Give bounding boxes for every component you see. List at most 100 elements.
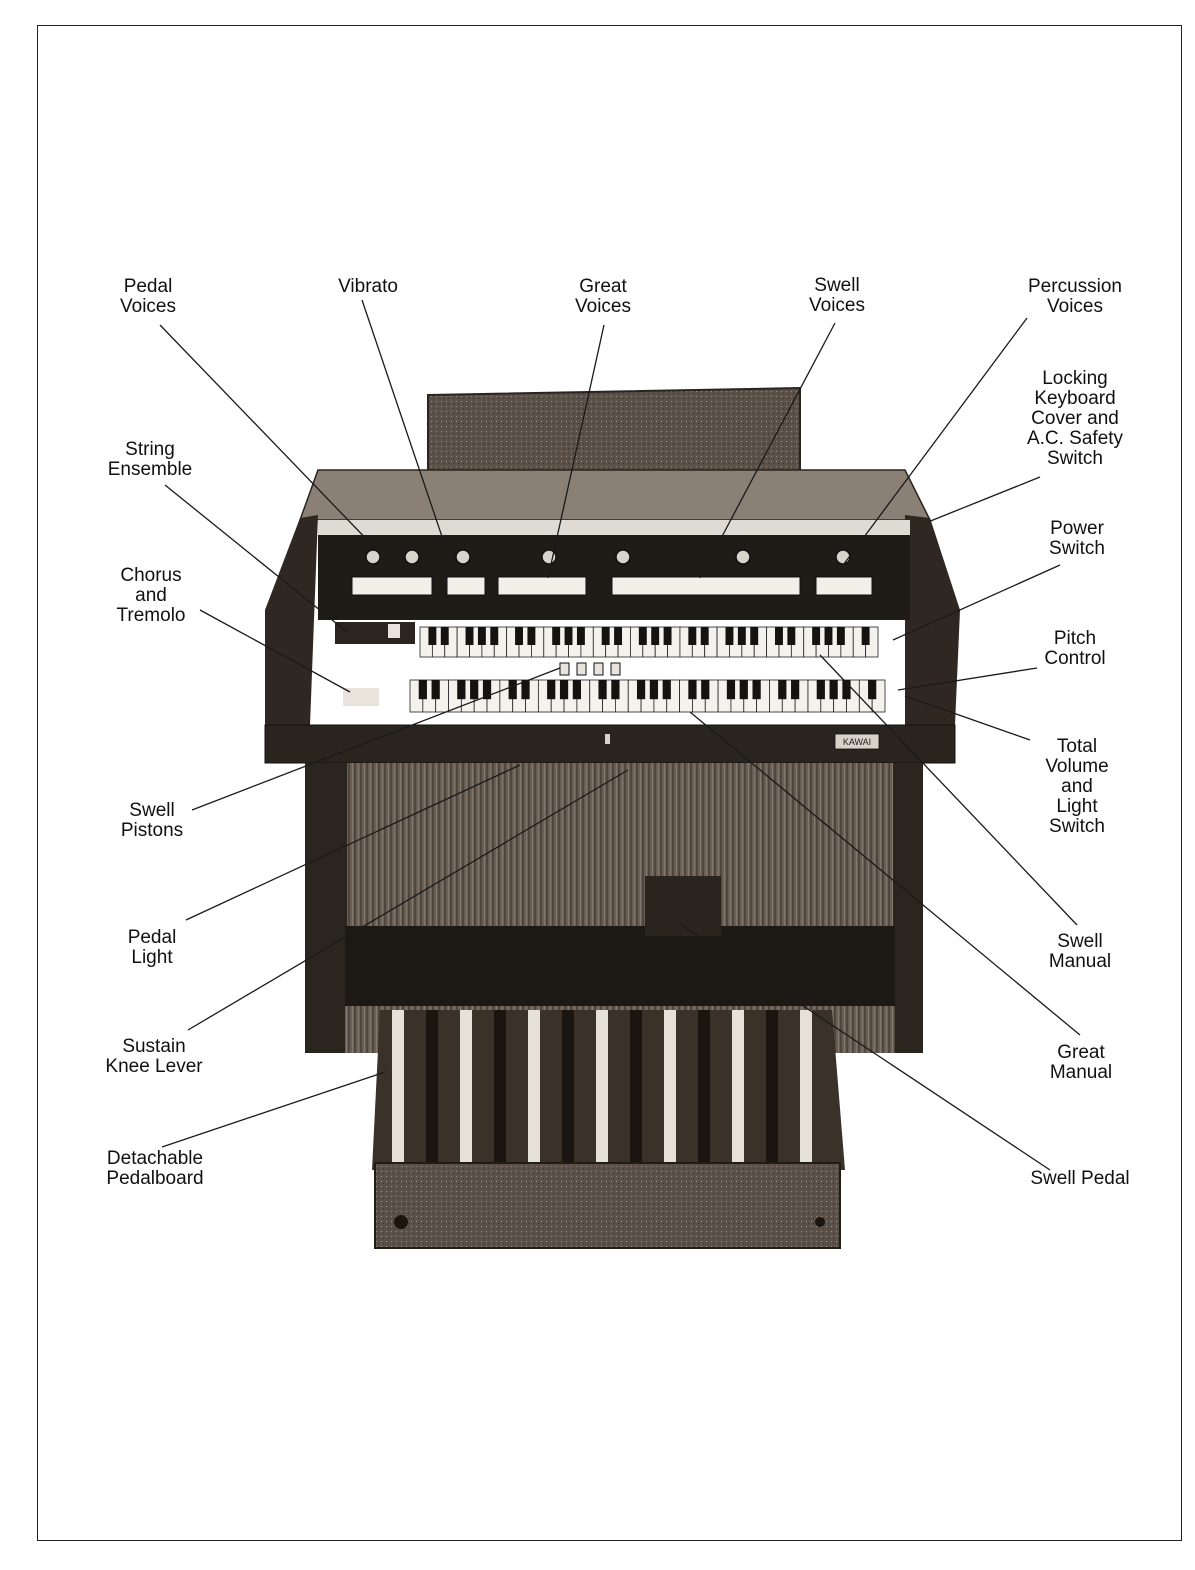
black-key <box>737 627 746 645</box>
callout-line: Keyboard <box>1034 388 1116 409</box>
black-key <box>638 627 647 645</box>
callout-line: Swell Pedal <box>1030 1168 1130 1189</box>
cabinet-left-leg <box>305 763 347 1053</box>
leader-swell-manual <box>819 654 1078 926</box>
callout-leaders <box>159 299 1081 1171</box>
leader-vibrato <box>361 299 456 576</box>
black-key <box>663 627 672 645</box>
black-key <box>725 627 734 645</box>
black-key <box>465 627 474 645</box>
callout-line: Chorus <box>120 565 182 586</box>
black-key <box>662 680 671 700</box>
pedalboard-rail <box>374 1162 841 1249</box>
black-key <box>688 627 697 645</box>
leader-string-ensemble <box>164 484 348 633</box>
voice-tabs <box>351 576 873 596</box>
leader-great-manual <box>689 711 1081 1036</box>
pedal-key <box>494 1010 506 1165</box>
callout-line: Total <box>1056 736 1098 757</box>
black-key <box>576 627 585 645</box>
callout-line: and <box>135 585 167 606</box>
black-key <box>750 627 759 645</box>
callout-line: Voices <box>809 295 865 316</box>
black-key <box>649 680 659 700</box>
pedal-key <box>732 1010 744 1165</box>
callout-line: Switch <box>1049 538 1105 559</box>
black-key <box>490 627 499 645</box>
brand-plate <box>834 733 880 750</box>
brand-plate-text: KAWAI <box>843 737 871 747</box>
cabinet-right-leg <box>893 763 923 1053</box>
callout-line: String <box>125 439 175 460</box>
pedal-key <box>630 1010 642 1165</box>
leader-locking-cover <box>927 476 1041 523</box>
pedal-key <box>766 1010 778 1165</box>
black-key <box>521 680 530 700</box>
black-key <box>836 627 845 645</box>
callout-line: Volume <box>1045 756 1109 777</box>
callout-line: Voices <box>1047 296 1103 317</box>
callout-line: Switch <box>1047 448 1103 469</box>
pedal-key <box>698 1010 710 1165</box>
black-key <box>636 680 646 700</box>
black-key <box>440 627 449 645</box>
callout-line: Voices <box>575 296 631 317</box>
pedalboard-screw <box>815 1217 825 1227</box>
black-key <box>775 627 783 645</box>
callout-vibrato: Vibrato <box>338 277 398 297</box>
pedalboard-frame <box>372 1010 845 1170</box>
pedalboard-screw <box>394 1215 408 1229</box>
black-key <box>752 680 761 700</box>
callout-line: Power <box>1050 518 1104 539</box>
pedal-key <box>800 1010 812 1165</box>
black-key <box>457 680 466 700</box>
leader-swell-pistons <box>191 667 561 811</box>
organ-lid <box>298 469 932 521</box>
callout-line: Swell <box>129 800 175 821</box>
leader-great-voices <box>547 324 605 579</box>
pedal-key <box>664 1010 676 1165</box>
callout-line: Manual <box>1048 951 1112 972</box>
callout-line: Ensemble <box>107 459 193 480</box>
pedal-key <box>460 1010 472 1165</box>
black-key <box>515 627 523 645</box>
leader-total-volume <box>904 695 1031 741</box>
black-key <box>564 627 573 645</box>
right-cheek <box>905 515 960 725</box>
black-key <box>868 680 877 700</box>
callout-line: Great <box>579 276 627 297</box>
black-key <box>428 627 437 645</box>
black-key <box>611 680 620 700</box>
black-key <box>547 680 556 700</box>
black-key <box>688 680 697 700</box>
callout-line: Light <box>1056 796 1098 817</box>
great-manual <box>409 679 886 713</box>
callout-line: Voices <box>120 296 176 317</box>
cabinet-front <box>345 763 895 926</box>
callout-line: A.C. Safety <box>1026 428 1124 449</box>
callout-line: Vibrato <box>338 276 398 297</box>
black-key <box>824 627 833 645</box>
black-key <box>787 627 796 645</box>
swell-piston-buttons <box>559 662 621 676</box>
callout-line: Detachable <box>106 1148 204 1169</box>
black-key <box>614 627 623 645</box>
callout-line: Cover and <box>1031 408 1119 429</box>
callout-line: Pistons <box>120 820 184 841</box>
sustain-lever-slot <box>605 734 610 744</box>
callout-line: Manual <box>1049 1062 1113 1083</box>
callout-line: Great <box>1057 1042 1105 1063</box>
